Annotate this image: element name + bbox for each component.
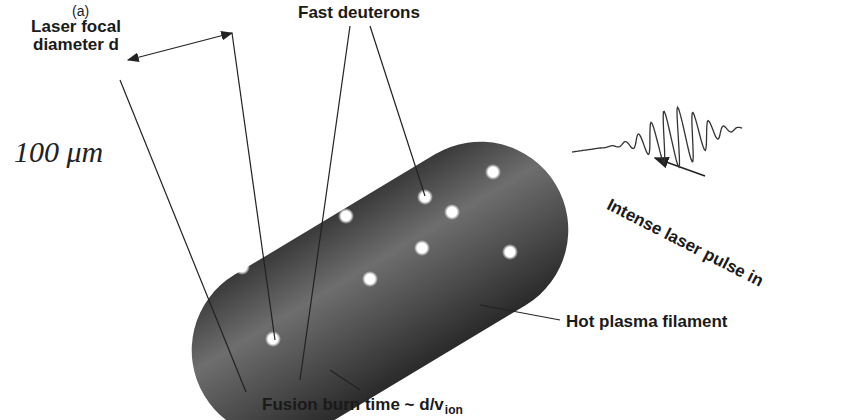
deuteron-dots [234, 164, 518, 347]
dimension-label: Laser focal diameter d [30, 18, 122, 54]
dimension-value: 100 μm [14, 136, 103, 168]
part-label: Fast deuterons [298, 4, 420, 22]
part-label: Hot plasma filament [566, 313, 728, 331]
plasma-filament [159, 109, 601, 420]
panel-letter: (a) [72, 4, 89, 19]
subscript: ion [445, 404, 463, 417]
laser-waveform [572, 107, 742, 167]
laser-label: Intense laser pulse in [604, 196, 766, 290]
caption-label: Fusion burn time ~ d/v [262, 396, 444, 414]
